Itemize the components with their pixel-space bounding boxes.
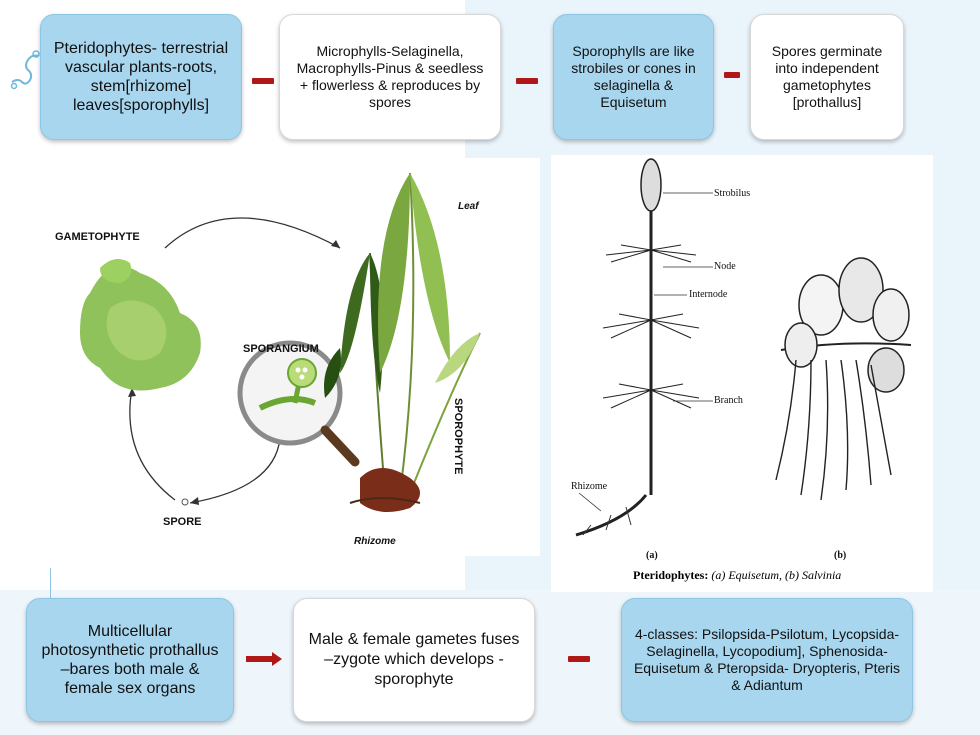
fern-life-cycle-illustration [80,172,481,512]
bottom-box-gametes: Male & female gametes fuses –zygote whic… [293,598,535,722]
label-a: (a) [646,550,658,561]
decorative-line [50,568,51,598]
bottom-box-prothallus: Multicellular photosynthetic prothallus … [26,598,234,722]
label-leaf: Leaf [458,201,479,212]
connector-dash [252,78,274,84]
top-box-text: Pteridophytes- terrestrial vascular plan… [53,40,229,114]
top-box-text: Spores germinate into independent gameto… [771,43,883,110]
top-box-text: Microphylls-Selaginella, Macrophylls-Pin… [296,43,484,110]
connector-dash [724,72,740,78]
label-rhizome-equisetum: Rhizome [571,481,608,492]
fern-life-cycle-panel: GAMETOPHYTE SPORANGIUM SPORE SPOROPHYTE … [40,158,540,556]
gametophyte-shape [80,259,201,391]
equisetum-shape [575,158,713,537]
bottom-box-text: Multicellular photosynthetic prothallus … [41,623,219,697]
top-box-spores: Spores germinate into independent gameto… [750,14,904,140]
fern-sporophyte-shape [324,172,481,512]
label-rhizome: Rhizome [354,536,396,547]
label-strobilus: Strobilus [714,188,751,199]
connector-dash [568,656,590,662]
sporangium-magnifier [237,340,360,467]
equisetum-salvinia-panel: Strobilus Node Internode Branch Rhizome … [551,155,933,592]
decorative-squiggle-icon [10,50,40,90]
caption-rest: (a) Equisetum, (b) Salvinia [708,568,842,582]
bottom-box-text: 4-classes: Psilopsida-Psilotum, Lycopsid… [633,626,901,693]
label-b: (b) [834,550,847,561]
top-box-sporophylls: Sporophylls are like strobiles or cones … [553,14,714,140]
caption-bold: Pteridophytes: [633,568,709,582]
label-spore: SPORE [163,516,202,528]
figure-caption: Pteridophytes: (a) Equisetum, (b) Salvin… [633,568,841,583]
salvinia-shape [775,257,912,501]
label-gametophyte: GAMETOPHYTE [55,231,140,243]
equisetum-salvinia-illustration [575,158,912,537]
bottom-box-text: Male & female gametes fuses –zygote whic… [308,631,520,688]
label-sporangium: SPORANGIUM [243,343,319,355]
top-box-pteridophytes: Pteridophytes- terrestrial vascular plan… [40,14,242,140]
top-box-microphylls: Microphylls-Selaginella, Macrophylls-Pin… [279,14,501,140]
bottom-box-classes: 4-classes: Psilopsida-Psilotum, Lycopsid… [621,598,913,722]
label-branch: Branch [714,395,743,406]
top-box-text: Sporophylls are like strobiles or cones … [571,43,696,110]
connector-dash [516,78,538,84]
label-sporophyte: SPOROPHYTE [452,398,464,475]
label-internode: Internode [689,289,728,300]
label-node: Node [714,261,736,272]
arrow-right-icon [246,652,282,666]
